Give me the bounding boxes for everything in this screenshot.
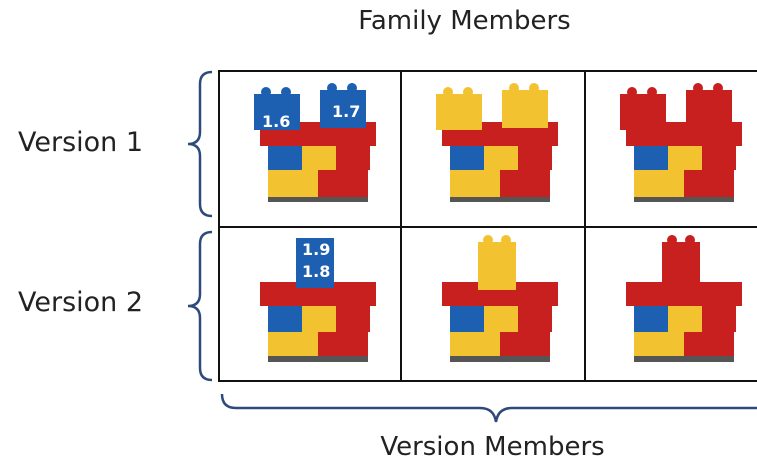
lego-grid: 1.6 1.7 xyxy=(218,70,757,382)
lego-model-image xyxy=(254,83,376,202)
cell-v1-family-1: 1.6 1.7 xyxy=(220,72,402,222)
version-badge: 1.7 xyxy=(332,102,361,121)
row-label-version-1: Version 1 xyxy=(18,127,144,158)
lego-model-image xyxy=(442,235,558,362)
cell-v2-family-2 xyxy=(402,228,584,378)
cell-v1-family-3 xyxy=(586,72,757,222)
cell-v1-family-2 xyxy=(402,72,584,222)
row-label-version-2: Version 2 xyxy=(18,287,144,318)
bracket-version-2 xyxy=(187,230,213,382)
version-badge: 1.8 xyxy=(302,262,331,281)
bracket-version-members xyxy=(220,393,757,423)
version-badge: 1.9 xyxy=(302,240,331,259)
cell-v2-family-3 xyxy=(586,228,757,378)
grid-divider xyxy=(220,226,757,228)
lego-model-image xyxy=(260,238,376,362)
bracket-version-1 xyxy=(187,70,213,218)
family-members-title: Family Members xyxy=(358,6,571,36)
lego-model-image xyxy=(626,235,742,362)
version-badge: 1.6 xyxy=(262,112,291,131)
lego-model-image xyxy=(620,83,742,202)
cell-v2-family-1: 1.9 1.8 xyxy=(220,228,402,378)
lego-model-image xyxy=(436,83,558,202)
version-members-title: Version Members xyxy=(380,432,605,462)
